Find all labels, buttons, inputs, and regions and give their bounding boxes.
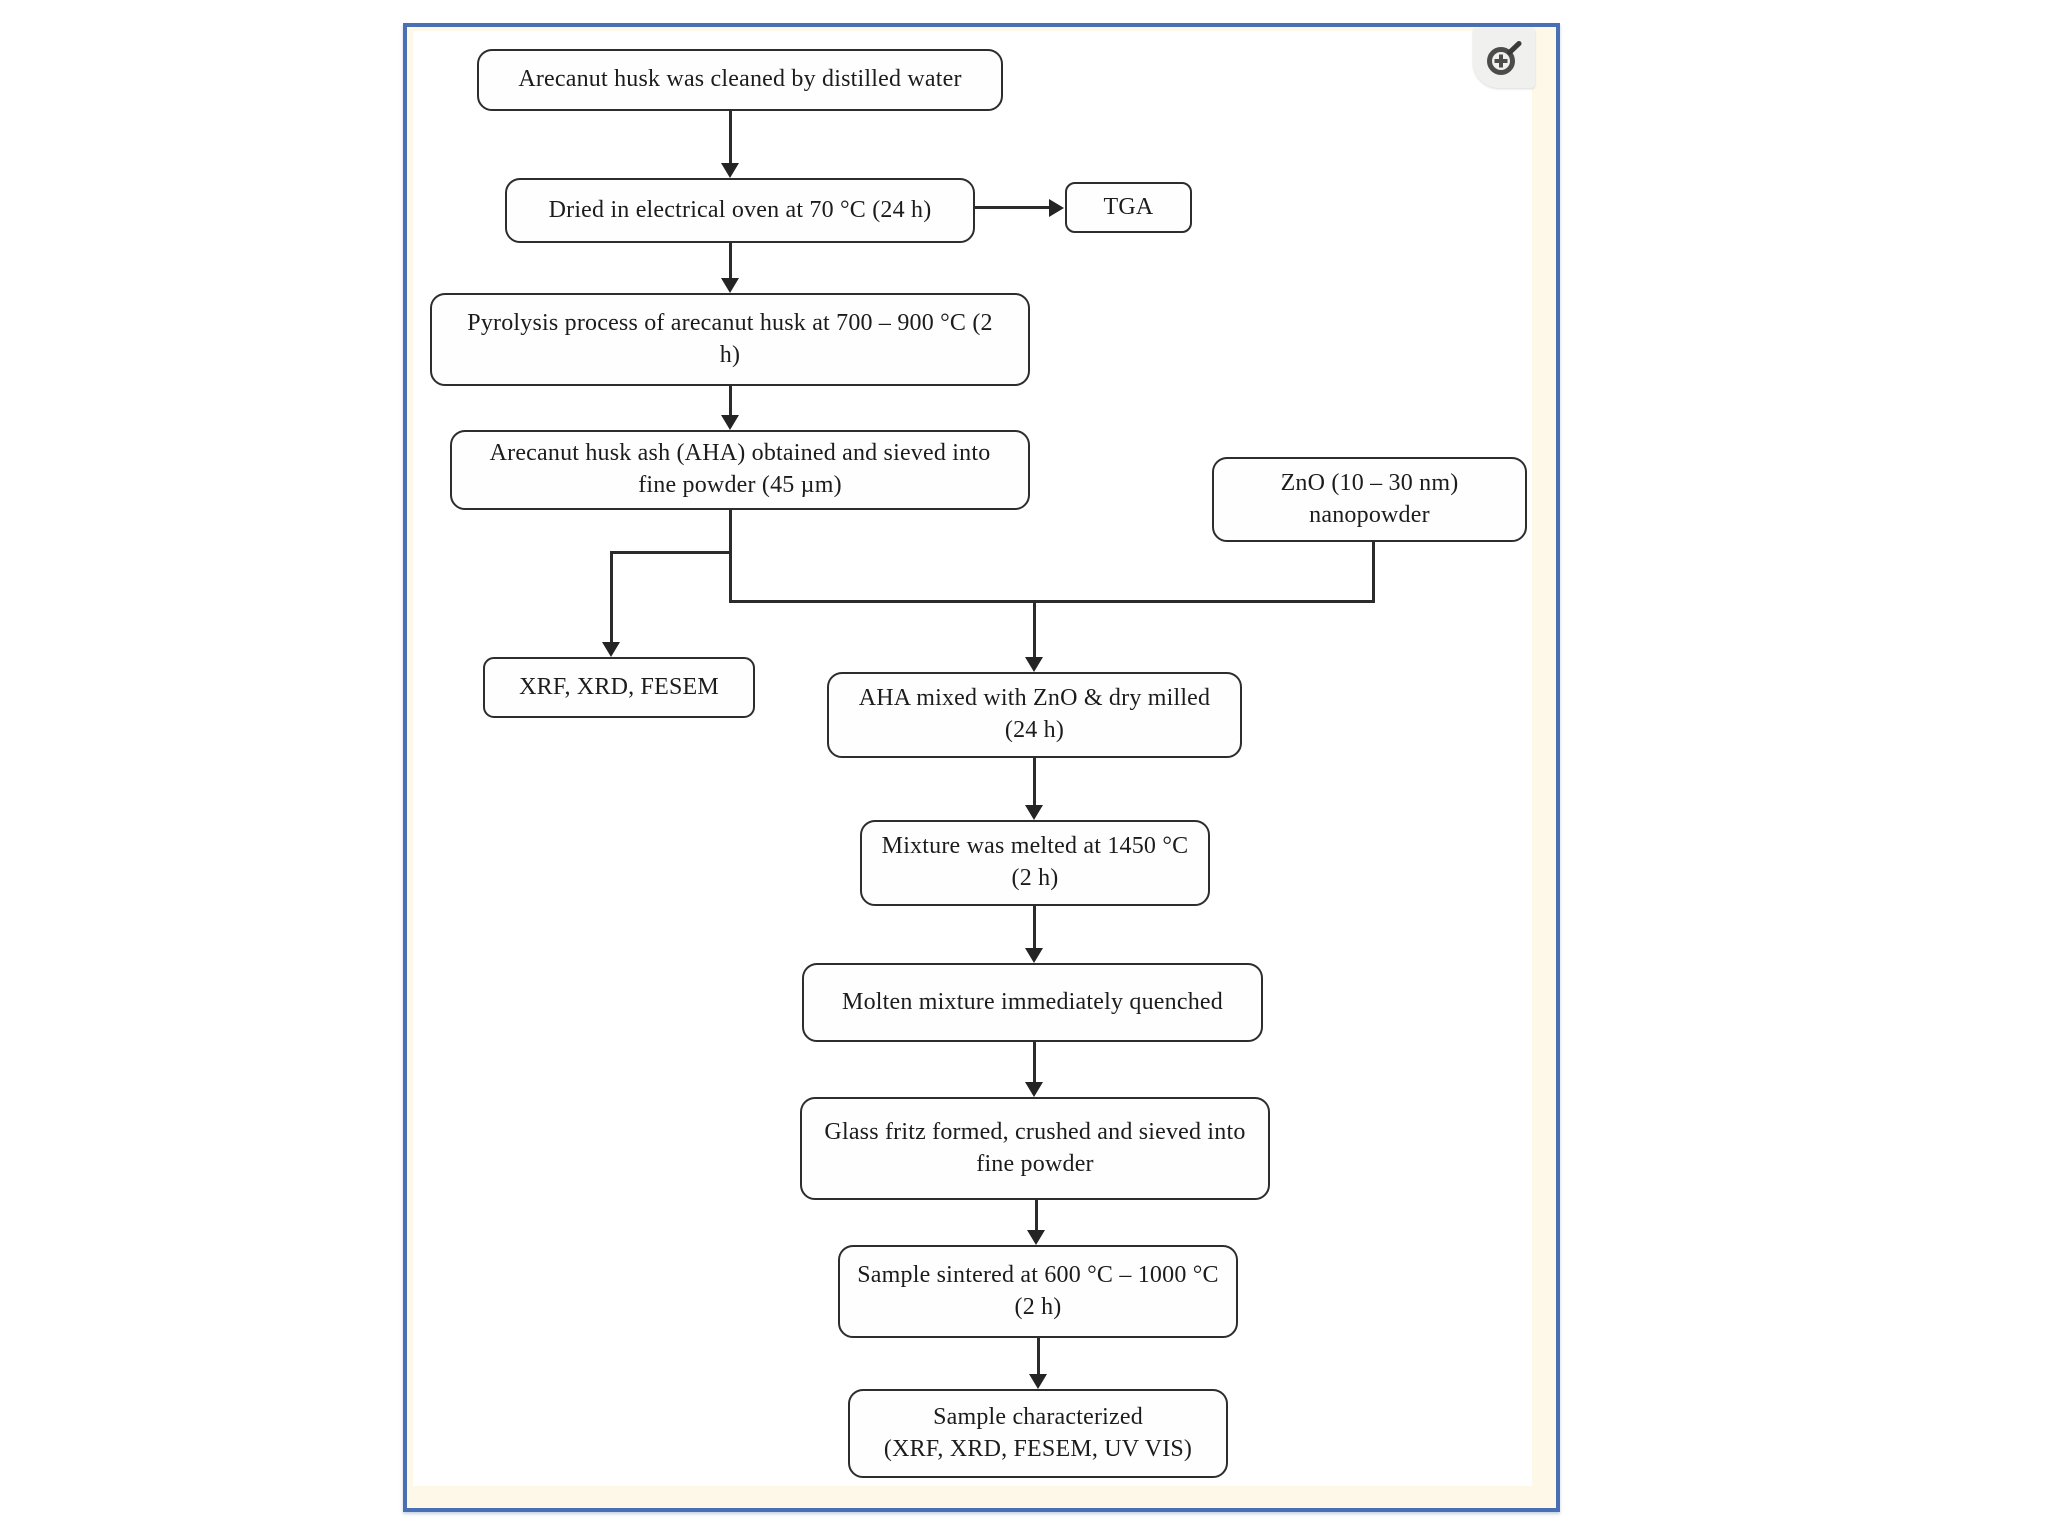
arrow-shaft bbox=[729, 243, 732, 281]
flow-node-xrf: XRF, XRD, FESEM bbox=[483, 657, 755, 718]
flow-node-aha: Arecanut husk ash (AHA) obtained and sie… bbox=[450, 430, 1030, 510]
magnifier-plus-icon bbox=[1483, 37, 1525, 79]
arrow-head bbox=[1027, 1230, 1045, 1245]
flow-node-dried: Dried in electrical oven at 70 °C (24 h) bbox=[505, 178, 975, 243]
arrow-head bbox=[1029, 1374, 1047, 1389]
connector-zno-stub bbox=[1372, 542, 1375, 602]
flow-node-melted: Mixture was melted at 1450 °C (2 h) bbox=[860, 820, 1210, 906]
flow-node-tga: TGA bbox=[1065, 182, 1192, 233]
arrow-head bbox=[721, 278, 739, 293]
flow-node-fritz: Glass fritz formed, crushed and sieved i… bbox=[800, 1097, 1270, 1200]
arrow-head bbox=[1049, 199, 1064, 217]
arrow-shaft bbox=[1033, 758, 1036, 808]
arrow-shaft bbox=[610, 551, 613, 643]
arrow-shaft bbox=[1037, 1338, 1040, 1378]
flow-node-characterized: Sample characterized (XRF, XRD, FESEM, U… bbox=[848, 1389, 1228, 1478]
arrow-head bbox=[602, 642, 620, 657]
arrow-shaft bbox=[975, 206, 1051, 209]
arrow-head bbox=[1025, 805, 1043, 820]
connector-aha-stub bbox=[729, 510, 732, 603]
arrow-head bbox=[1025, 657, 1043, 672]
arrow-head bbox=[721, 415, 739, 430]
arrow-shaft bbox=[1033, 1042, 1036, 1086]
flow-node-sintered: Sample sintered at 600 °C – 1000 °C (2 h… bbox=[838, 1245, 1238, 1338]
zoom-image-button[interactable] bbox=[1473, 28, 1535, 88]
arrow-head bbox=[721, 163, 739, 178]
flowchart-image[interactable] bbox=[413, 31, 1532, 1486]
arrow-head bbox=[1025, 1082, 1043, 1097]
arrow-shaft bbox=[1033, 906, 1036, 951]
flow-node-cleaned: Arecanut husk was cleaned by distilled w… bbox=[477, 49, 1003, 111]
connector-main-horizontal bbox=[729, 600, 1375, 603]
flow-node-quenched: Molten mixture immediately quenched bbox=[802, 963, 1263, 1042]
arrow-shaft bbox=[729, 110, 732, 166]
arrow-head bbox=[1025, 948, 1043, 963]
flow-node-pyrolysis: Pyrolysis process of arecanut husk at 70… bbox=[430, 293, 1030, 386]
arrow-shaft bbox=[729, 386, 732, 418]
arrow-shaft bbox=[1035, 1200, 1038, 1234]
flow-node-zno: ZnO (10 – 30 nm) nanopowder bbox=[1212, 457, 1527, 542]
flow-node-mixed: AHA mixed with ZnO & dry milled (24 h) bbox=[827, 672, 1242, 758]
arrow-shaft bbox=[1033, 600, 1036, 658]
connector-branch-left bbox=[610, 551, 731, 554]
